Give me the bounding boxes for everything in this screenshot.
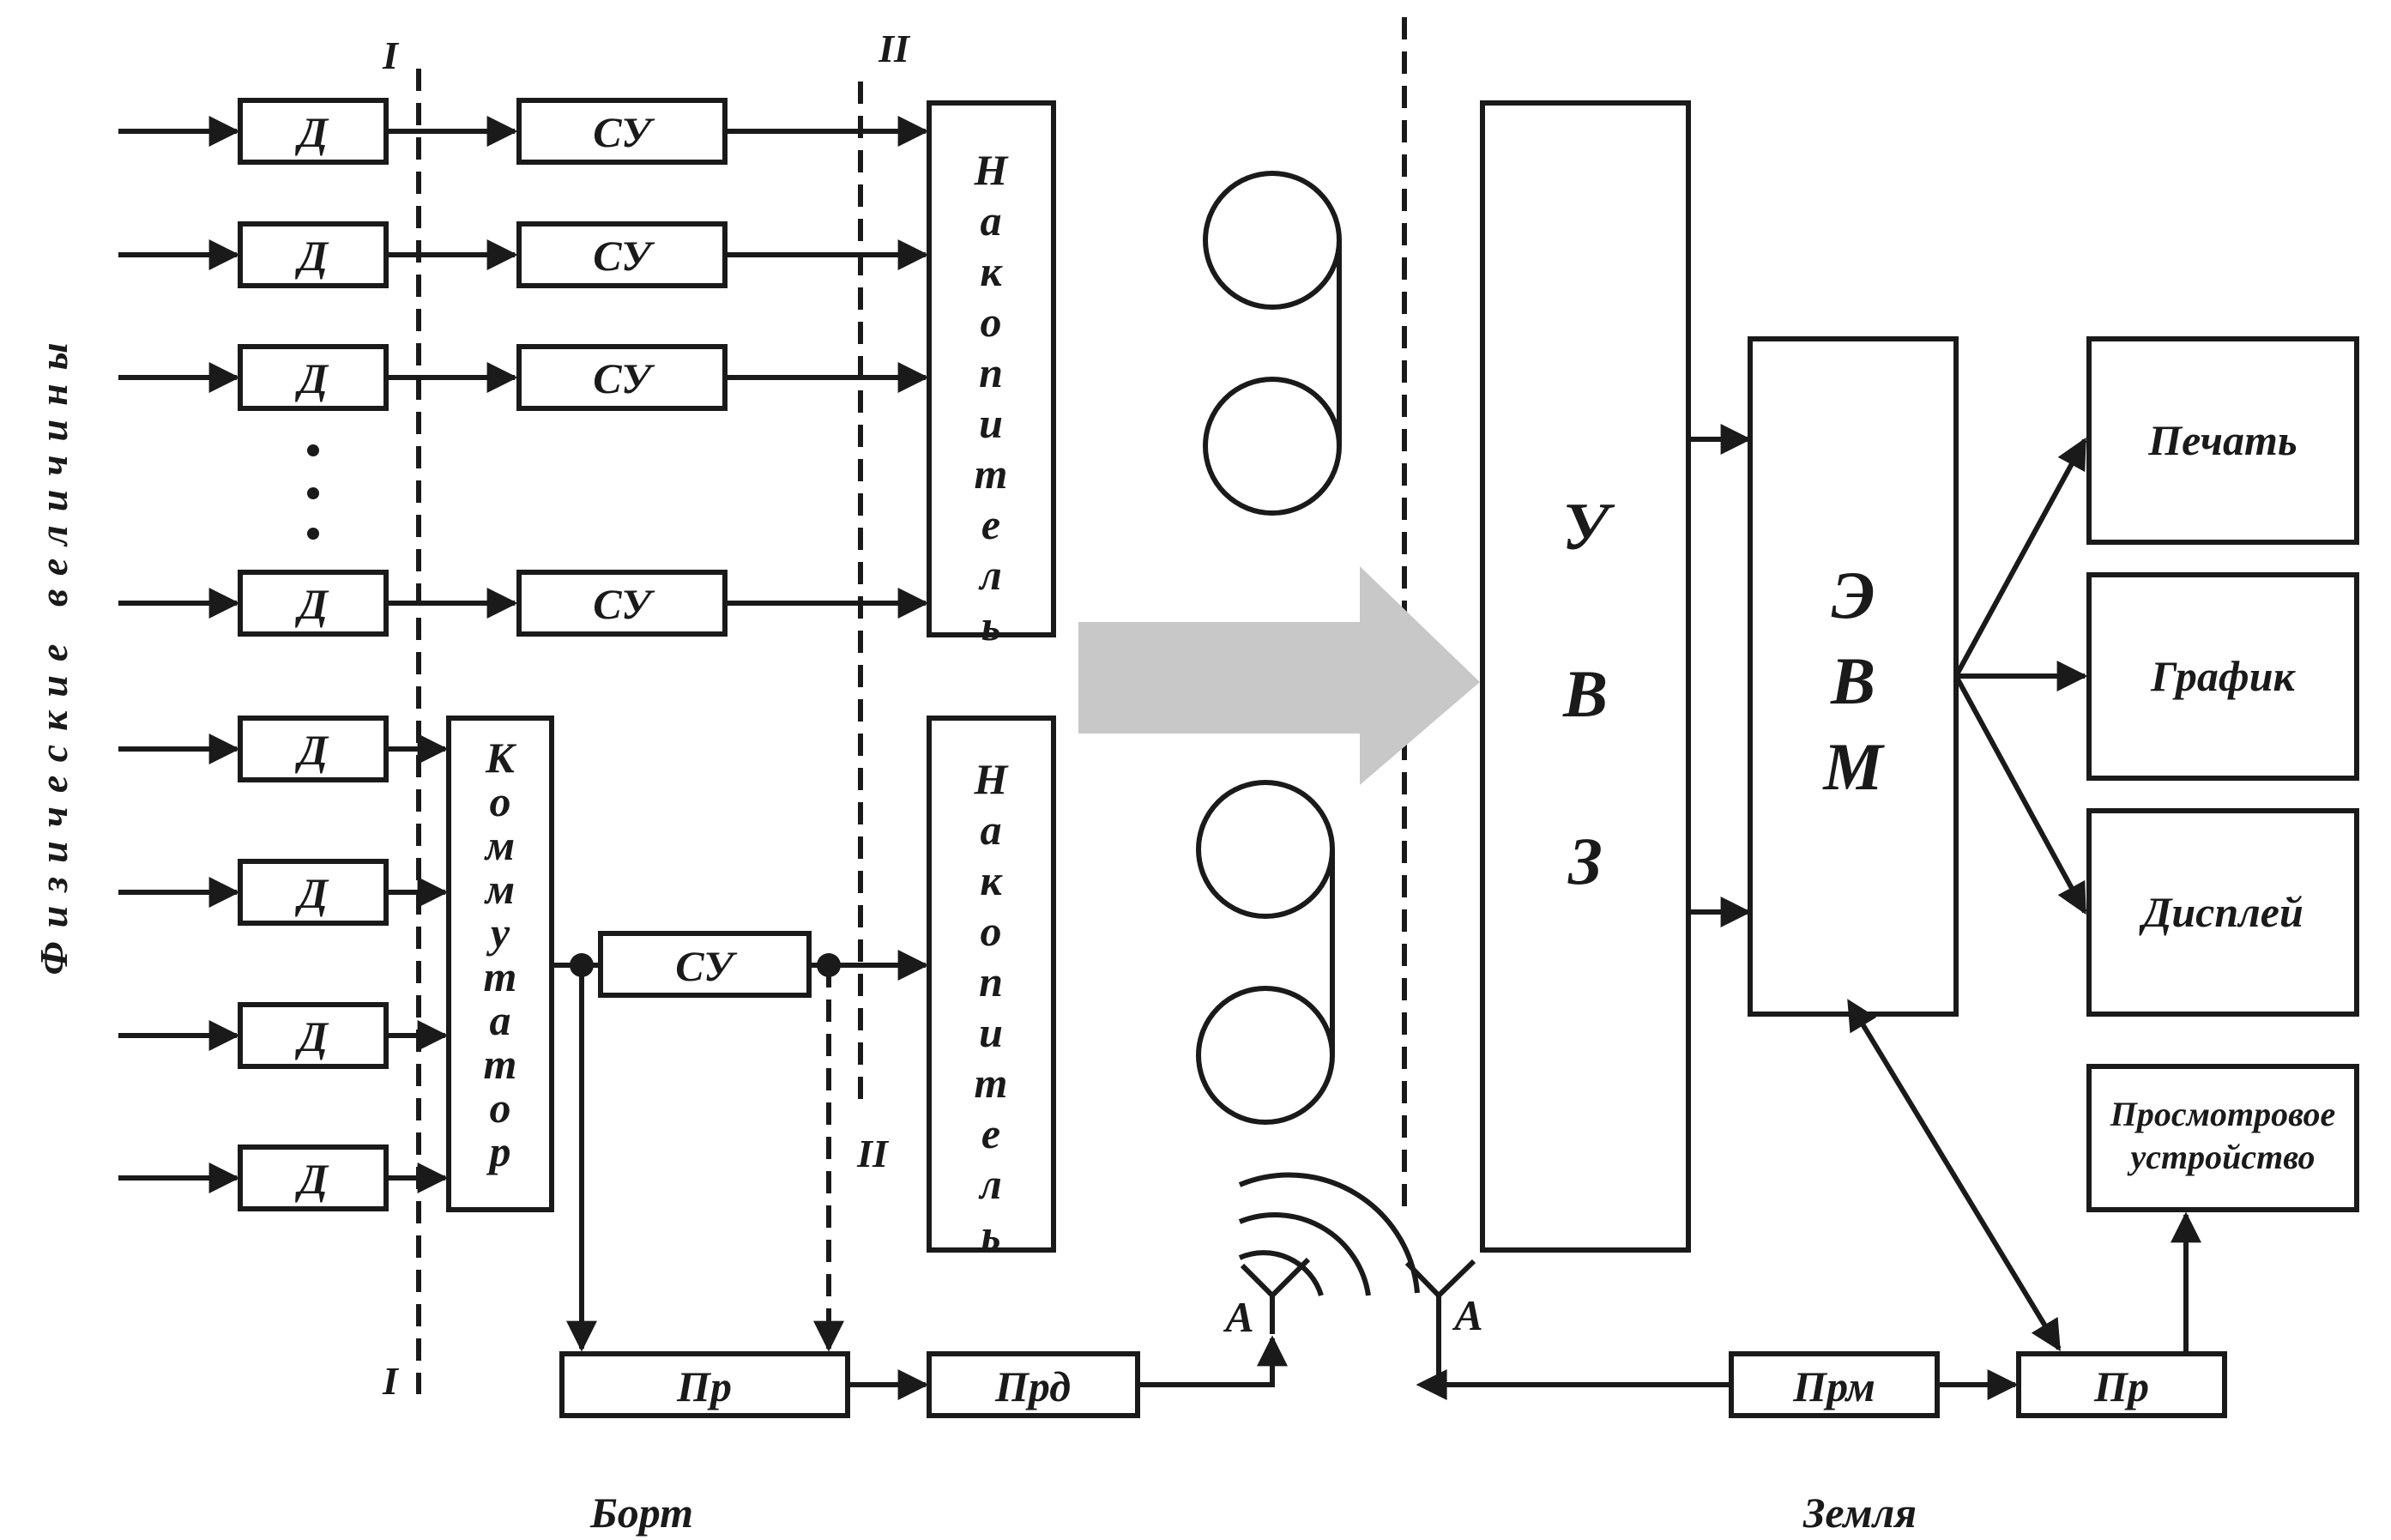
cut-label-i-bottom: I: [382, 1359, 400, 1403]
wire-transmitter-to-antenna: [1138, 1335, 1288, 1387]
footer-board-label: Борт: [589, 1489, 693, 1537]
input-unit-box: [1480, 100, 1691, 1253]
graph-box: [2086, 572, 2359, 781]
sensor-box: [238, 1144, 389, 1211]
radio-waves: [1238, 1172, 1420, 1296]
print-label: Печать: [2147, 416, 2297, 464]
sensor-box: [238, 98, 389, 165]
sensor-label: Д: [295, 869, 329, 917]
sensor-label: Д: [295, 232, 329, 280]
tape-reel-bottom: [1196, 780, 1335, 1125]
arrow-computer-to-display: [1953, 674, 2087, 915]
print-box: [2086, 336, 2359, 545]
footer-ground-label: Земля: [1802, 1489, 1917, 1537]
sensor-box: [238, 716, 389, 782]
sensor-box: [238, 344, 389, 411]
sensor-label: Д: [295, 354, 329, 402]
accumulator-box-2: [927, 716, 1056, 1253]
sensor-label: Д: [295, 108, 329, 156]
ellipsis-dot: [307, 444, 319, 456]
sensor-label: Д: [295, 726, 329, 774]
antenna-ground: [1404, 1259, 1476, 1298]
side-label-physical-quantities: Физические величины: [32, 329, 75, 975]
antenna-label-ground: А: [1452, 1291, 1482, 1339]
sensor-label: Д: [295, 1155, 329, 1203]
receiver-label: Прм: [1792, 1362, 1875, 1410]
encoder-box: [559, 1351, 850, 1418]
sensor-label: Д: [295, 1012, 329, 1060]
accumulator-box-1: [927, 100, 1056, 637]
norm-label: СУ: [593, 354, 655, 402]
norm-box: [516, 344, 728, 411]
transmitter-label: Прд: [994, 1362, 1071, 1410]
arrow-computer-to-print: [1953, 437, 2087, 678]
encoder-label: Пр: [676, 1362, 732, 1410]
decoder-label: Пр: [2093, 1362, 2149, 1410]
cut-label-ii-bottom: II: [856, 1132, 890, 1175]
display-box: [2086, 808, 2359, 1017]
viewer-label-line-2: устройство: [2127, 1138, 2315, 1176]
norm-label: СУ: [593, 232, 655, 280]
transmitter-box: [927, 1351, 1140, 1418]
transfer-arrow: [1078, 566, 1480, 785]
sensor-label: Д: [295, 580, 329, 628]
ellipsis-dot: [307, 487, 319, 499]
cut-label-i-top: I: [382, 33, 400, 77]
arrow-computer-decoder: [1847, 999, 2062, 1352]
norm-box: [516, 570, 728, 637]
ellipsis-dot: [307, 528, 319, 540]
viewer-box: [2086, 1064, 2359, 1212]
sensor-box: [238, 1002, 389, 1069]
norm-label: СУ: [593, 580, 655, 628]
decoder-box: [2016, 1351, 2227, 1418]
tape-reel-top: [1203, 171, 1342, 516]
viewer-label-line-1: Просмотровое: [2110, 1095, 2335, 1133]
sensor-box: [238, 221, 389, 288]
norm-label: СУ: [593, 108, 655, 156]
norm-label-commutated: СУ: [675, 942, 738, 990]
display-label: Дисплей: [2139, 888, 2303, 936]
antenna-board: [1240, 1257, 1311, 1334]
cut-label-ii-top: II: [878, 27, 911, 70]
graph-label: График: [2150, 652, 2296, 700]
antenna-label-board: А: [1223, 1293, 1253, 1341]
